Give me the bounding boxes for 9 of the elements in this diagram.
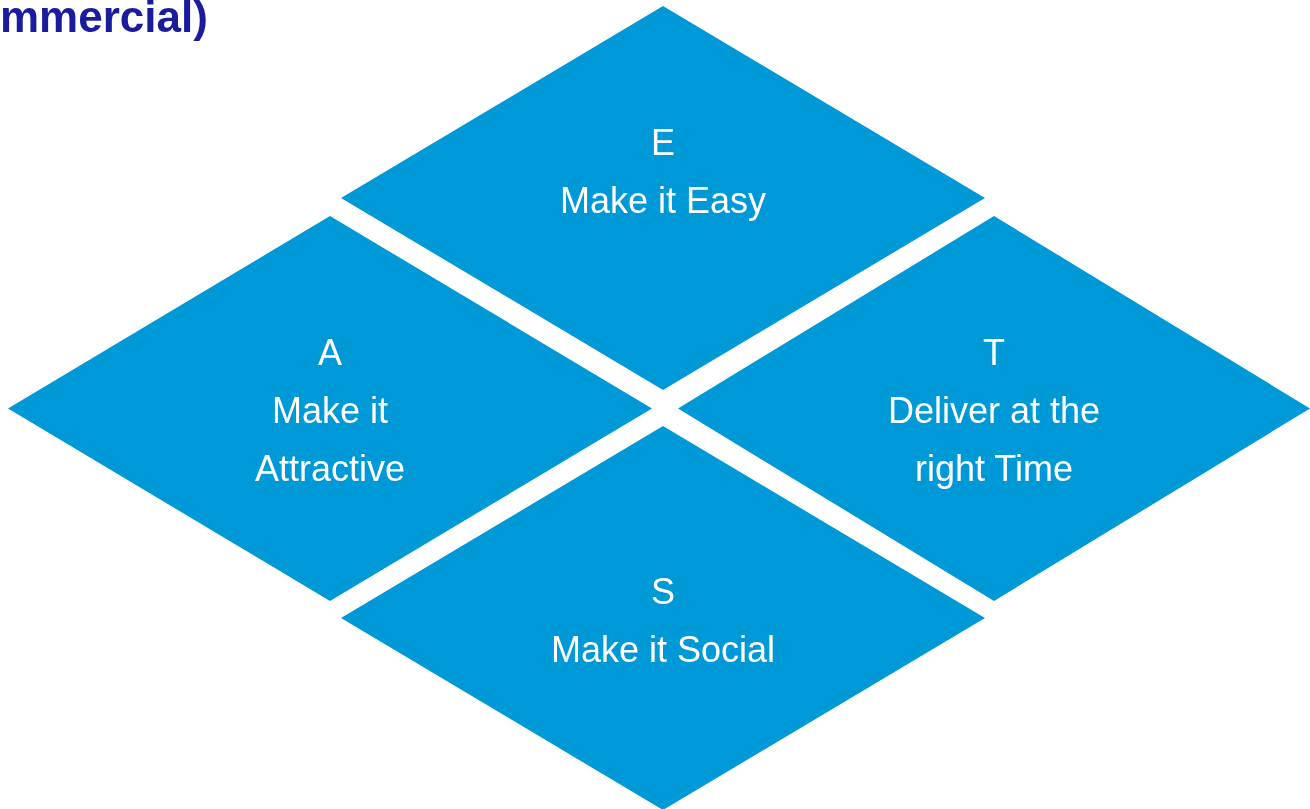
letter-heading: E — [651, 121, 675, 165]
letter-heading: A — [318, 331, 342, 375]
diamond-label: Make it Attractive — [253, 389, 406, 491]
diamond-label: Deliver at the right Time — [886, 389, 1102, 491]
letter-heading: T — [983, 331, 1005, 375]
letter-heading: S — [651, 570, 675, 614]
diamond-label: Make it Easy — [559, 179, 767, 223]
diamond-label: Make it Social — [550, 628, 776, 672]
title: mmercial) — [0, 0, 208, 42]
